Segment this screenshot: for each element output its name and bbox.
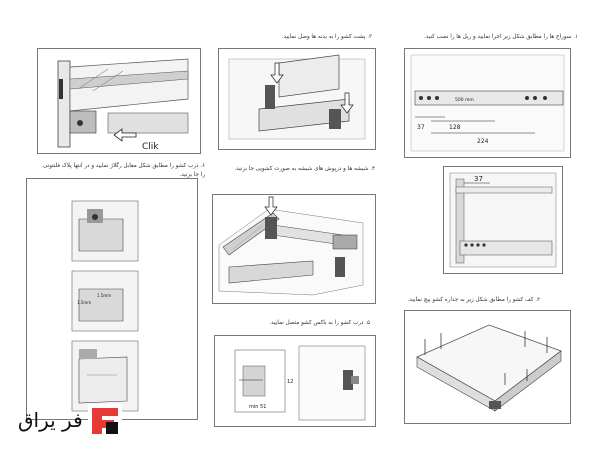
brand-logo-mark-icon — [88, 404, 122, 438]
dim-128: 128 — [449, 124, 461, 131]
step-1-rail-dimension-diagram: 500 mm 37 128 224 — [404, 48, 571, 158]
step-6-caption-line1: ۶. درب کشو را مطابق شکل مقابل رگلاژ نمای… — [43, 163, 205, 169]
step-1-cabinet-section-diagram: 37 — [443, 166, 563, 274]
step-6-caption-line2: را جا بزنید. — [179, 172, 205, 178]
dim-12: 12 — [287, 379, 293, 385]
step-2-bottom-screw-diagram — [404, 310, 571, 424]
step-4-caption: ۴. شیشه ها و درپوش های شیشه به صورت کشوی… — [234, 166, 375, 172]
step-6-drawer-click-diagram: Clik — [37, 48, 201, 154]
dim-min51: min 51 — [249, 404, 266, 410]
step-3-caption: ۳. پشت کشو را به بدنه ها وصل نمایید. — [281, 34, 372, 40]
clik-label: Clik — [142, 142, 159, 152]
brand-logo: فر یراق — [18, 402, 123, 442]
dim-1-5mm-a: 1.5mm — [77, 300, 91, 305]
step-5-caption: ۵. درب کشو را به باکس کشو متصل نمایید. — [269, 320, 370, 326]
dim-37: 37 — [417, 124, 425, 131]
dim-37b: 37 — [474, 175, 483, 183]
step-4-glass-insert-diagram — [212, 194, 376, 304]
brand-logo-text: فر یراق — [18, 408, 83, 432]
step-2-caption: ۲. کف کشو را مطابق شکل زیر به جداره کشو … — [407, 297, 540, 303]
step-6-adjustment-diagram: 1.5mm 1.5mm — [26, 178, 198, 420]
dim-224: 224 — [477, 138, 489, 145]
step-1-caption: ۱. سوراخ ها را مطابق شکل زیر اجرا نمایید… — [424, 34, 578, 40]
step-3-back-panel-diagram — [218, 48, 376, 150]
dim-1-5mm-b: 1.5mm — [97, 293, 111, 298]
dim-500mm: 500 mm — [455, 97, 474, 103]
step-5-front-attach-diagram: 12 min 51 — [214, 335, 376, 427]
